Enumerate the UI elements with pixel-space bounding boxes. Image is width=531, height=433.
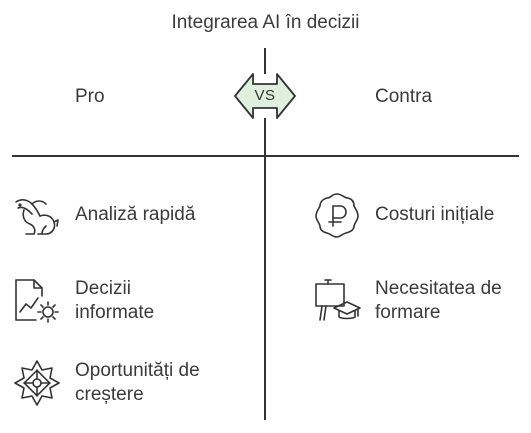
contra-item-label: Costuri inițiale xyxy=(375,190,494,227)
contra-item-label-line1: Necesitatea de xyxy=(375,278,502,299)
pro-item-label-line1: Oportunități de xyxy=(75,360,200,381)
pro-item-label-line1: Decizii xyxy=(75,278,131,299)
pro-item-label-line1: Analiză rapidă xyxy=(75,204,196,225)
contra-item-initial-costs: Costuri inițiale xyxy=(312,190,494,240)
pro-item-label-line2: informate xyxy=(75,302,155,323)
pro-item-label-line2: creștere xyxy=(75,384,144,405)
pro-item-label: Decizii informate xyxy=(75,276,154,325)
training-board-icon xyxy=(315,279,361,321)
pro-item-informed-decisions: Decizii informate xyxy=(12,276,154,326)
contra-header: Contra xyxy=(375,86,433,107)
vs-badge: VS xyxy=(233,72,297,120)
growth-star-icon xyxy=(14,360,60,406)
divider-horizontal xyxy=(12,155,519,157)
contra-item-label-line2: formare xyxy=(375,302,441,323)
contra-item-label: Necesitatea de formare xyxy=(375,276,502,325)
contra-item-label-line1: Costuri inițiale xyxy=(375,204,495,225)
pro-item-growth-opportunities: Oportunități de creștere xyxy=(12,358,200,408)
divider-vertical xyxy=(264,118,266,420)
vs-badge-shape xyxy=(234,73,296,119)
diagram-title: Integrarea AI în decizii xyxy=(171,12,360,33)
pro-item-label: Oportunități de creștere xyxy=(75,358,200,407)
pro-item-fast-analysis: Analiză rapidă xyxy=(12,190,195,240)
rabbit-icon xyxy=(15,199,59,235)
pro-header: Pro xyxy=(75,86,105,107)
currency-badge-icon xyxy=(315,193,359,238)
vs-label: VS xyxy=(254,87,276,104)
chart-gear-icon xyxy=(15,279,59,323)
contra-item-training-need: Necesitatea de formare xyxy=(312,276,502,326)
pro-item-label: Analiză rapidă xyxy=(75,190,195,227)
divider-vertical-top xyxy=(264,48,266,74)
